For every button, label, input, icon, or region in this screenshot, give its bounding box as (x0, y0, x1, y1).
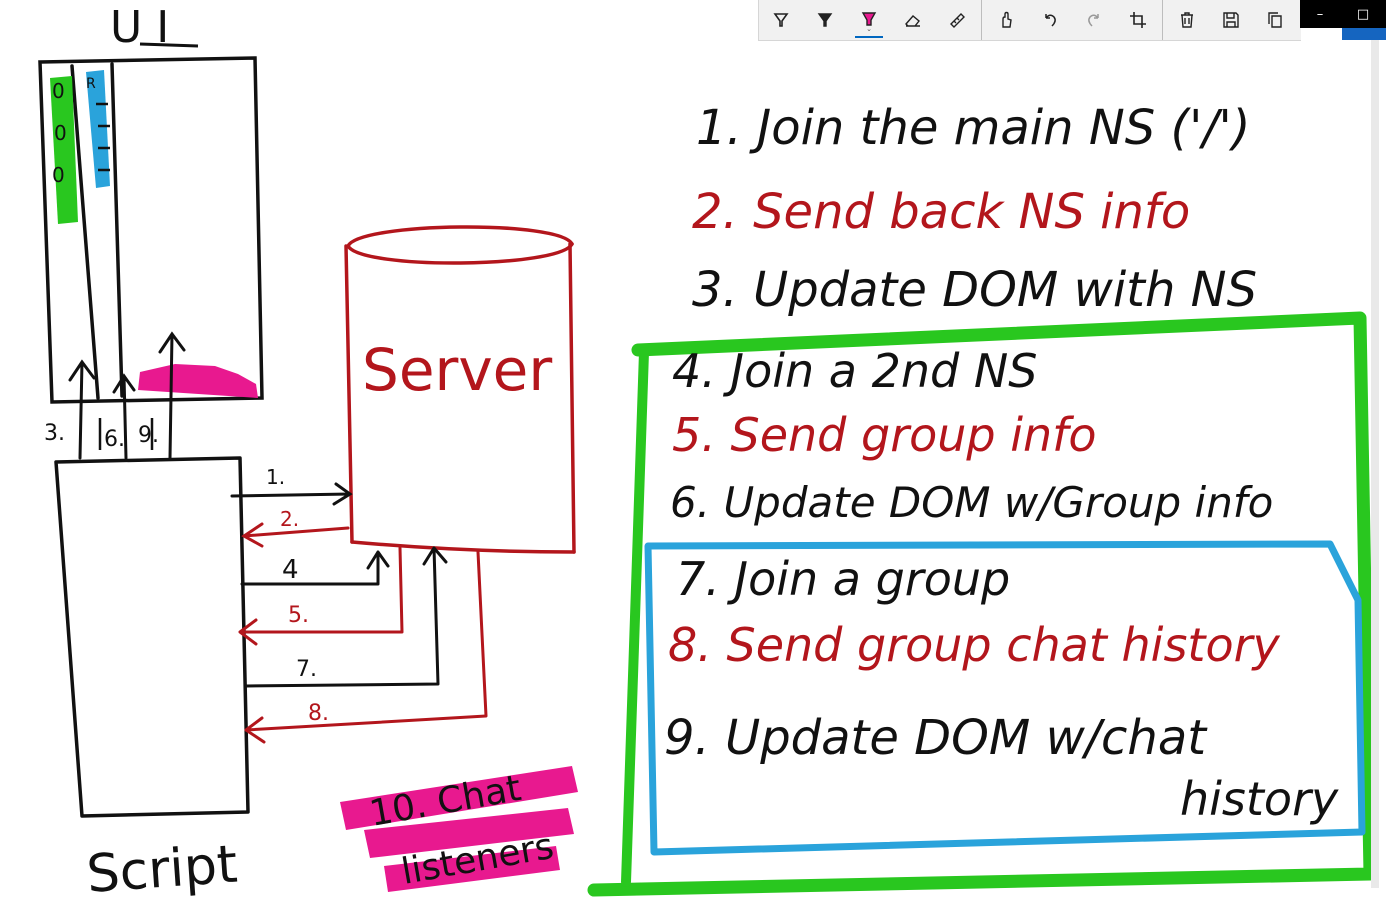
blue-frame (644, 540, 1366, 856)
minimize-button[interactable]: – (1316, 6, 1324, 22)
ui-panel (38, 56, 264, 404)
ui-title-underline (139, 42, 199, 48)
save-icon (1223, 12, 1239, 28)
crop-icon (1130, 12, 1146, 28)
svg-text:9.: 9. (138, 423, 159, 448)
up-arrow-labels: 3. 6. 9. (44, 421, 159, 452)
script-box (54, 456, 250, 818)
ink-toolbar: ⌄ (758, 0, 1301, 41)
chat-listeners-highlight (340, 766, 578, 892)
undo-icon (1045, 14, 1056, 27)
arrow-1-label: 1. (266, 465, 285, 489)
arrow-1 (230, 482, 353, 506)
highlighter-icon (861, 12, 877, 26)
vertical-scrollbar[interactable] (1371, 40, 1379, 888)
green-frame-left-edge (621, 347, 649, 887)
pencil-pen-icon (817, 13, 833, 27)
ui-pink-highlight (138, 364, 258, 398)
up-arrow-dividers (98, 418, 154, 450)
delete-button[interactable] (1165, 0, 1209, 40)
svg-text:3.: 3. (44, 421, 65, 446)
svg-text:0: 0 (52, 79, 65, 103)
highlighter-button[interactable]: ⌄ (847, 0, 891, 40)
save-button[interactable] (1209, 0, 1253, 40)
arrow-7 (244, 546, 448, 688)
arrow-2 (241, 522, 350, 548)
arrow-4 (240, 550, 390, 586)
ui-right-col-letter: R (86, 76, 96, 92)
svg-text:0: 0 (52, 163, 65, 187)
server-cylinder (344, 225, 576, 554)
touch-writing-button[interactable] (984, 0, 1028, 40)
ballpoint-pen-button[interactable] (759, 0, 803, 40)
copy-icon (1268, 12, 1282, 28)
ruler-button[interactable] (935, 0, 979, 40)
svg-text:6.: 6. (104, 427, 125, 452)
delete-icon (1181, 12, 1193, 28)
arrow-8 (244, 550, 488, 744)
arrow-5 (238, 546, 404, 646)
ui-green-highlight (50, 76, 78, 224)
ui-blue-highlight (86, 70, 110, 188)
maximize-button[interactable]: □ (1356, 6, 1370, 22)
script-to-ui-arrows (68, 331, 186, 460)
ui-left-col-marks: 0 0 0 (52, 79, 67, 187)
eraser-button[interactable] (891, 0, 935, 40)
redo-button[interactable] (1072, 0, 1116, 40)
copy-button[interactable] (1253, 0, 1297, 40)
script-label: Script (85, 835, 240, 905)
chevron-down-icon: ⌄ (866, 25, 872, 33)
ruler-icon (950, 13, 965, 28)
ui-right-col-dashes (96, 102, 110, 172)
eraser-icon (905, 15, 920, 27)
window-controls: – □ (1300, 0, 1386, 28)
pencil-button[interactable] (803, 0, 847, 40)
toolbar-divider (1162, 0, 1163, 40)
crop-button[interactable] (1116, 0, 1160, 40)
arrow-2-label: 2. (280, 507, 299, 531)
undo-button[interactable] (1028, 0, 1072, 40)
arrow-4-label: 4 (282, 555, 299, 585)
toolbar-divider (981, 0, 982, 40)
touch-writing-icon (1002, 11, 1012, 28)
close-button-strip[interactable] (1342, 28, 1386, 40)
arrow-7-label: 7. (296, 657, 317, 682)
arrow-8-label: 8. (308, 701, 329, 726)
green-frame (587, 311, 1377, 897)
redo-icon (1088, 14, 1099, 27)
server-label: Server (362, 336, 552, 404)
ballpoint-pen-icon (773, 13, 789, 27)
svg-text:0: 0 (54, 121, 67, 145)
arrow-5-label: 5. (288, 603, 309, 628)
